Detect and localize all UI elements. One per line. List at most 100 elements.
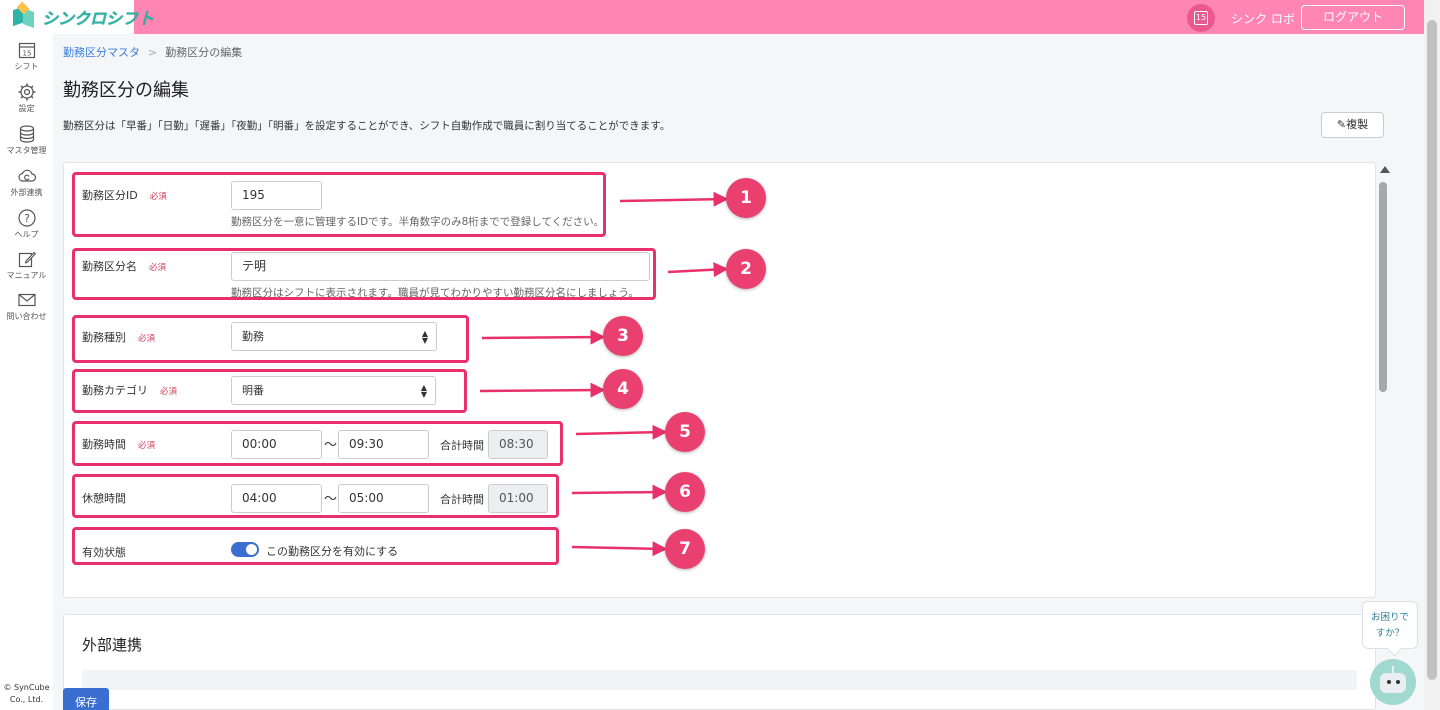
- annotation-box-6: [72, 474, 559, 518]
- type-select[interactable]: 勤務 ▲▼: [231, 322, 437, 351]
- sidebar-item-shift[interactable]: 15 シフト: [0, 40, 53, 72]
- sidebar: 15 シフト 設定 マスタ管理 外部連携: [0, 34, 53, 710]
- annotation-badge-6: 6: [665, 472, 705, 512]
- status-toggle-label: この勤務区分を有効にする: [266, 545, 399, 558]
- annotation-badge-7: 7: [665, 529, 705, 569]
- copyright: © SynCube Co., Ltd.: [3, 683, 50, 704]
- logo-text: シンクロシフト: [42, 9, 155, 28]
- breadcrumb-master-link[interactable]: 勤務区分マスタ: [63, 46, 140, 59]
- annotation-box-1: [72, 172, 606, 237]
- id-input[interactable]: 195: [231, 181, 322, 210]
- sidebar-label-help: ヘルプ: [14, 230, 39, 239]
- sidebar-item-settings[interactable]: 設定: [0, 82, 53, 114]
- header-calendar-button[interactable]: 15: [1187, 4, 1215, 32]
- sidebar-label-master: マスタ管理: [6, 146, 47, 155]
- required-badge: 必須: [149, 263, 167, 273]
- annotation-badge-2: 2: [726, 249, 766, 289]
- required-badge: 必須: [138, 334, 156, 344]
- annotation-arrow-2: [667, 262, 729, 278]
- user-name: シンク ロボ: [1231, 12, 1295, 26]
- calendar-icon: 15: [1194, 11, 1208, 25]
- work-start-input[interactable]: 00:00: [231, 430, 322, 459]
- break-time-label: 休憩時間: [82, 492, 126, 505]
- sidebar-label-manual: マニュアル: [6, 271, 47, 280]
- external-content-bar: [82, 670, 1357, 690]
- required-badge: 必須: [138, 441, 156, 451]
- form-scrollbar[interactable]: [1377, 162, 1393, 598]
- calendar-icon: 15: [18, 42, 35, 59]
- annotation-box-4: [72, 369, 467, 413]
- app-logo[interactable]: シンクロシフト: [10, 1, 155, 31]
- sidebar-item-external[interactable]: 外部連携: [0, 166, 53, 198]
- category-select[interactable]: 明番 ▲▼: [231, 376, 436, 405]
- annotation-box-5: [72, 421, 563, 466]
- type-label: 勤務種別必須: [82, 331, 156, 344]
- status-label: 有効状態: [82, 546, 126, 559]
- work-time-tilde: 〜: [324, 438, 338, 453]
- annotation-arrow-5: [575, 424, 668, 440]
- break-total-label: 合計時間: [440, 493, 484, 506]
- database-icon: [19, 125, 34, 143]
- annotation-arrow-4: [479, 382, 606, 398]
- annotation-box-3: [72, 315, 469, 363]
- logout-button[interactable]: ログアウト: [1301, 5, 1405, 30]
- sidebar-item-contact[interactable]: 問い合わせ: [0, 290, 53, 322]
- annotation-arrow-6: [571, 484, 668, 500]
- annotation-arrow-3: [481, 329, 606, 345]
- breadcrumb-current: 勤務区分の編集: [165, 46, 243, 59]
- work-total-label: 合計時間: [440, 439, 484, 452]
- annotation-arrow-1: [619, 191, 729, 207]
- edit-icon: [18, 251, 36, 268]
- page-title: 勤務区分の編集: [63, 80, 189, 101]
- sidebar-item-help[interactable]: ? ヘルプ: [0, 208, 53, 240]
- sidebar-label-shift: シフト: [14, 62, 39, 71]
- id-help-text: 勤務区分を一意に管理するIDです。半角数字のみ8桁までで登録してください。: [231, 216, 605, 228]
- sidebar-label-contact: 問い合わせ: [6, 312, 47, 321]
- save-button[interactable]: 保存: [63, 688, 109, 710]
- page-description: 勤務区分は「早番」「日勤」「遅番」「夜勤」「明番」を設定することができ、シフト自…: [63, 120, 671, 132]
- scroll-thumb[interactable]: [1379, 182, 1387, 392]
- type-selected-value: 勤務: [242, 330, 264, 343]
- help-bubble[interactable]: お困りで すか？: [1362, 601, 1418, 649]
- select-caret-icon: ▲▼: [421, 329, 428, 345]
- annotation-badge-5: 5: [665, 412, 705, 452]
- mail-icon: [17, 293, 36, 307]
- cloud-sync-icon: [17, 169, 36, 182]
- sidebar-item-manual[interactable]: マニュアル: [0, 249, 53, 281]
- annotation-arrow-7: [571, 541, 668, 557]
- status-toggle[interactable]: [231, 542, 259, 557]
- svg-text:?: ?: [24, 212, 30, 225]
- sidebar-item-master[interactable]: マスタ管理: [0, 124, 53, 156]
- external-title: 外部連携: [82, 636, 143, 654]
- break-start-input[interactable]: 04:00: [231, 484, 322, 513]
- svg-text:15: 15: [22, 50, 31, 58]
- annotation-badge-4: 4: [603, 369, 643, 409]
- annotation-box-7: [72, 527, 559, 565]
- external-card: [63, 614, 1376, 710]
- help-icon: ?: [17, 209, 36, 227]
- copy-button[interactable]: ✎複製: [1321, 112, 1384, 138]
- work-end-input[interactable]: 09:30: [338, 430, 429, 459]
- annotation-box-2: [72, 248, 656, 300]
- sidebar-label-settings: 設定: [18, 104, 35, 113]
- pencil-icon: ✎: [1336, 118, 1347, 131]
- scroll-up-arrow-icon[interactable]: [1380, 166, 1390, 173]
- page-scrollbar[interactable]: [1424, 0, 1440, 710]
- gear-icon: [18, 83, 35, 101]
- name-input[interactable]: テ明: [231, 252, 650, 281]
- annotation-badge-3: 3: [603, 316, 643, 356]
- category-selected-value: 明番: [242, 384, 264, 397]
- break-total-value: 01:00: [488, 484, 548, 513]
- required-badge: 必須: [149, 192, 167, 202]
- breadcrumb-separator: >: [148, 46, 158, 59]
- break-end-input[interactable]: 05:00: [338, 484, 429, 513]
- required-badge: 必須: [160, 387, 178, 397]
- category-label: 勤務カテゴリ必須: [82, 384, 178, 397]
- work-total-value: 08:30: [488, 430, 548, 459]
- app-header: シンクロシフト 15 シンク ロボ ログアウト: [0, 0, 1424, 34]
- select-caret-icon: ▲▼: [420, 383, 427, 399]
- work-time-label: 勤務時間必須: [82, 438, 156, 451]
- chatbot-robot-icon[interactable]: [1370, 659, 1416, 705]
